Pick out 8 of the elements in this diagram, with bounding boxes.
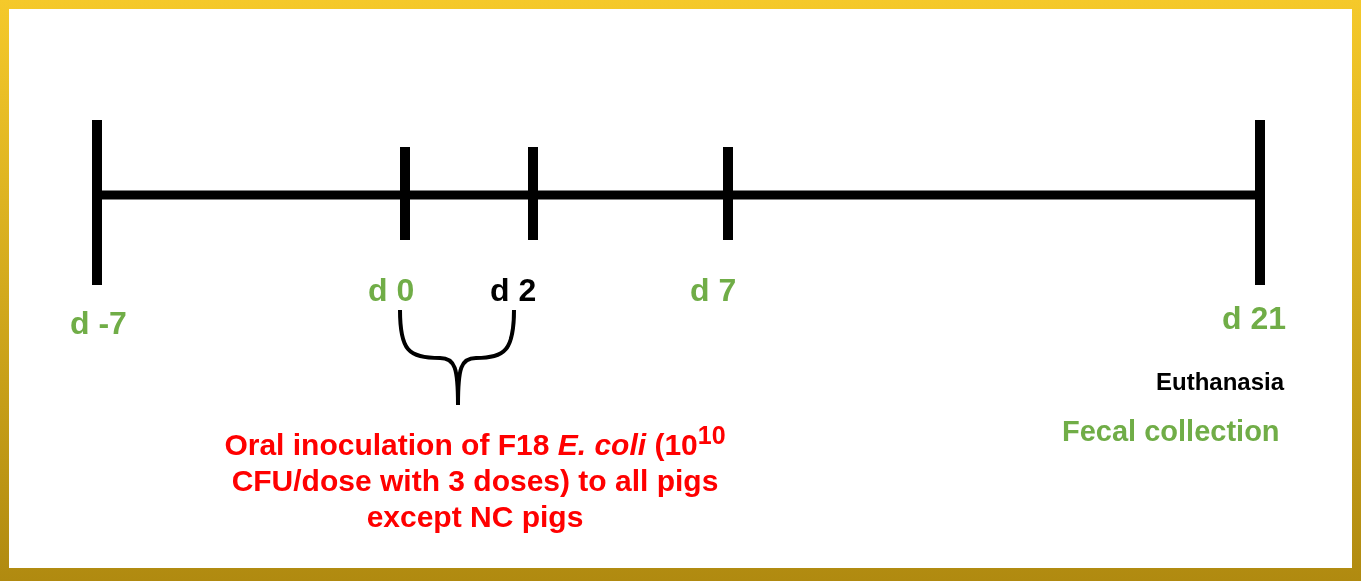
tick-label: d -7 — [70, 305, 127, 342]
tick-label: d 21 — [1222, 300, 1287, 337]
tick-label: d 7 — [690, 272, 737, 309]
event-label: Euthanasia — [1156, 368, 1285, 396]
event-label: Fecal collection — [1062, 415, 1280, 448]
tick-label: d 0 — [368, 272, 415, 309]
tick-label: d 2 — [490, 272, 537, 309]
annotation-text: Oral inoculation of F18 E. coli (10$^{10}$ CFU/dose with 3 doses) to all pigs except NC pigs — [223, 420, 727, 535]
